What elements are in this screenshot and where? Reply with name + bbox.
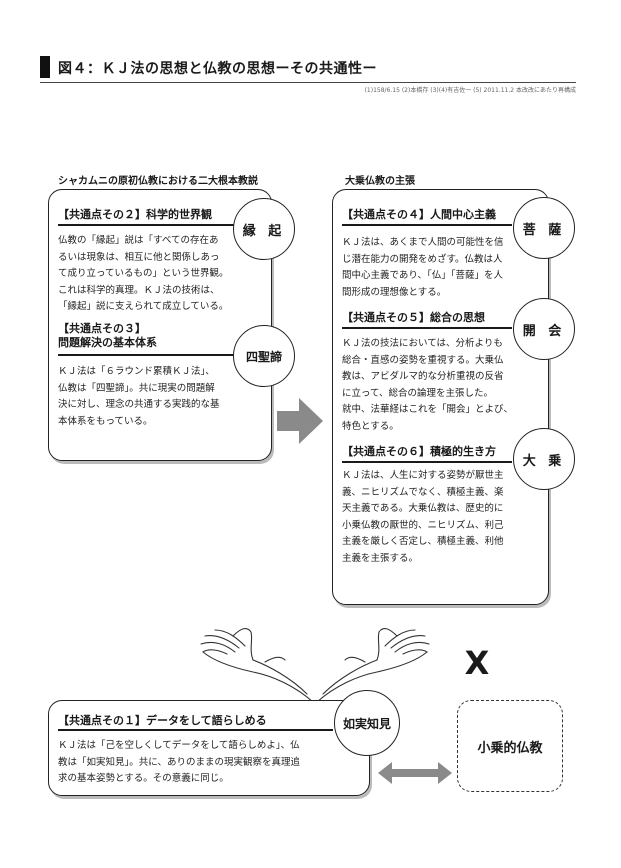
text-line: 小乗仏教の厭世的、ニヒリズム、利己 (342, 519, 504, 531)
text-line: 主義を厳しく否定し、積極主義、利他 (342, 536, 504, 547)
right-card (332, 189, 549, 605)
title-bar (40, 56, 50, 78)
text-line: 天主義である。大乗仏教は、歴史的に (342, 503, 504, 514)
section-title-line: 【共通点その３】 (58, 322, 146, 335)
text-line: 本体系をもっている。 (58, 415, 153, 427)
text-line: ＫＪ法は、あくまで人間の可能性を信 (342, 237, 504, 248)
open-hands-icon (200, 627, 430, 703)
section-body-2: 仏教の「縁起」説は「すべての存在あ るいは現象は、相互に他と関係しあっ て成り立… (58, 233, 238, 316)
badge-bosatsu: 菩 薩 (513, 197, 575, 259)
text-line: 「縁起」説に支えられて成立している。 (58, 301, 229, 312)
text-line: 仏教の「縁起」説は「すべての存在あ (58, 235, 219, 246)
cross-mark: Ⅹ (464, 644, 490, 682)
text-line: 義、ニヒリズムでなく、積極主義、楽 (342, 486, 504, 498)
section-title-1: 【共通点その１】データをして語らしめる (58, 714, 267, 727)
section-body-3: ＫＪ法は「６ラウンド累積ＫＪ法」、 仏教は「四聖諦」。共に現実の問題解 決に対し… (58, 364, 238, 430)
section-title-4: 【共通点その４】人間中心主義 (342, 208, 496, 221)
text-line: 総合・直感の姿勢を重視する。大乗仏 (342, 354, 504, 366)
text-line: ＫＪ法は「６ラウンド累積ＫＪ法」、 (58, 366, 215, 377)
text-line: じ潜在能力の開発をめざす。仏教は人 (342, 253, 503, 265)
text-line: て成り立っているもの」という世界観。 (58, 268, 229, 279)
left-column-heading: シャカムニの原初仏教における二大根本教説 (58, 176, 258, 187)
source-note: (1)158/6.15 (2)本橋存 (3)(4)有吉佐一 (5) 2011.1… (364, 87, 576, 94)
section-body-5: ＫＪ法の技法においては、分析よりも 総合・直感の姿勢を重視する。大乗仏 教は、ア… (342, 336, 520, 435)
section-rule-5 (342, 327, 512, 329)
section-rule-4 (342, 224, 512, 226)
section-title-6: 【共通点その６】積極的生き方 (342, 445, 496, 458)
hinayana-box: 小乗的仏教 (457, 700, 563, 792)
text-line: 教は、アビダルマ的な分析重視の反省 (342, 371, 504, 382)
text-line: 就中、法華経はこれを「開会」とよび、 (342, 404, 514, 415)
double-arrow-icon (378, 762, 452, 784)
badge-engi: 縁 起 (233, 198, 295, 260)
text-line: 主義を主張する。 (342, 552, 419, 564)
section-title-5: 【共通点その５】総合の思想 (342, 311, 485, 324)
section-rule-2 (58, 224, 236, 226)
section-body-4: ＫＪ法は、あくまで人間の可能性を信 じ潜在能力の開発をめざす。仏教は人 間中心主… (342, 235, 520, 301)
section-body-1: ＫＪ法は「己を空しくしてデータをして語らしめよ」、仏 教は「如実知見」。共に、あ… (58, 738, 348, 788)
section-body-6: ＫＪ法は、人生に対する姿勢が厭世主 義、ニヒリズムでなく、積極主義、楽 天主義で… (342, 468, 520, 567)
text-line: に立って、総合の論理を主張した。 (342, 387, 494, 399)
right-arrow-icon (277, 398, 323, 444)
text-line: るいは現象は、相互に他と関係しあっ (58, 251, 220, 263)
text-line: ＫＪ法は、人生に対する姿勢が厭世主 (342, 470, 504, 481)
text-line: 仏教は「四聖諦」。共に現実の問題解 (58, 382, 215, 394)
text-line: 特色とする。 (342, 420, 399, 432)
text-line: ＫＪ法は「己を空しくしてデータをして語らしめよ」、仏 (58, 740, 300, 751)
text-line: 教は「如実知見」。共に、ありのままの現実観察を真理追 (58, 756, 300, 768)
badge-shishotai: 四聖諦 (233, 325, 295, 387)
section-title-3: 【共通点その３】 問題解決の基本体系 (58, 322, 157, 350)
text-line: 求の基本姿勢とする。その意義に同じ。 (58, 773, 229, 784)
badge-nyojitsu-chiken: 如実知見 (334, 690, 400, 756)
section-title-line: 問題解決の基本体系 (58, 336, 157, 349)
text-line: これは科学的真理。ＫＪ法の技術は、 (58, 284, 220, 296)
text-line: 間中心主義であり、「仏」「菩薩」を人 (342, 270, 504, 281)
right-column-heading: 大乗仏教の主張 (345, 176, 415, 187)
text-line: 間形成の理想像とする。 (342, 286, 447, 298)
section-title-2: 【共通点その２】科学的世界観 (58, 208, 212, 221)
text-line: ＫＪ法の技法においては、分析よりも (342, 338, 503, 349)
bottom-card (48, 700, 370, 796)
text-line: 決に対し、理念の共通する実践的な基 (58, 399, 220, 410)
section-rule-1 (58, 729, 333, 731)
page-title: 図４：ＫＪ法の思想と仏教の思想ーその共通性ー (58, 61, 377, 77)
section-rule-3 (58, 354, 236, 356)
badge-daijo: 大 乗 (513, 428, 575, 490)
title-rule (40, 82, 576, 83)
section-rule-6 (342, 461, 512, 463)
badge-kaie: 開 会 (513, 298, 575, 360)
